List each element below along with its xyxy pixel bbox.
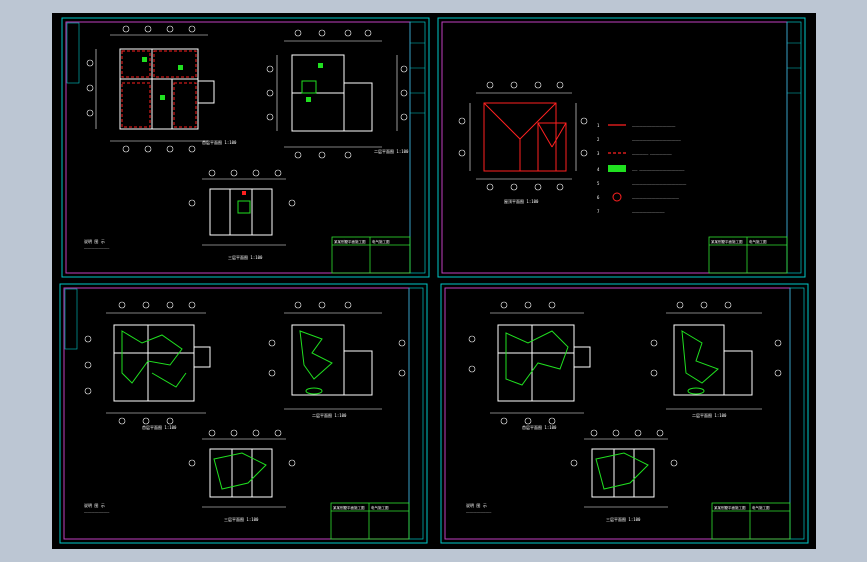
- cad-drawing-svg: 首层平面图 1:100 二层平面图 1:100: [59, 17, 809, 544]
- cad-drawing-canvas[interactable]: 首层平面图 1:100 二层平面图 1:100: [52, 13, 816, 549]
- title-block-text: 某某别墅平面施工图: [333, 505, 365, 510]
- notes-title: 说明 图 示: [466, 502, 487, 508]
- plan-label: 首层平面图 1:100: [142, 424, 177, 430]
- svg-text:————————— ————————————: ————————— ————————————: [632, 152, 672, 156]
- title-block-text: 某某别墅平面施工图: [334, 239, 366, 244]
- sheet-bottom-right: 首层平面图 1:100 二层平面图 1:100 三层平面图 1:100: [440, 283, 809, 544]
- dimension-grid-a: [86, 25, 208, 153]
- svg-text:3: 3: [597, 151, 600, 156]
- floor-plan-third: [209, 188, 273, 236]
- title-block: [708, 236, 788, 274]
- title-block: [330, 502, 410, 540]
- notes-text: ——————————————: [84, 246, 109, 250]
- plan-label: 二层平面图 1:100: [692, 412, 727, 418]
- title-block-text: 电气施工图: [749, 239, 767, 244]
- floor-plan-ground: [119, 48, 215, 130]
- plan-label: 三层平面图 1:100: [224, 516, 259, 522]
- svg-text:———————————————————————————: ———————————————————————————: [632, 138, 681, 142]
- svg-text:——— —————————————————————————: ——— —————————————————————————: [632, 168, 685, 172]
- notes-title: 说明 图 示: [84, 502, 105, 508]
- plan-label: 二层平面图 1:100: [312, 412, 347, 418]
- svg-text:7: 7: [597, 209, 600, 214]
- floor-plan-third: [591, 448, 655, 498]
- floor-plan-third: [209, 448, 273, 498]
- sheet-top-right: 屋顶平面图 1:100 1 ———————————————————————— 2…: [437, 17, 806, 278]
- svg-text:——————————————————————————: ——————————————————————————: [632, 196, 679, 200]
- svg-text:6: 6: [597, 195, 600, 200]
- svg-text:————————————————————————: ————————————————————————: [632, 124, 676, 128]
- title-block-text: 电气施工图: [371, 505, 389, 510]
- roof-plan: [483, 102, 567, 172]
- svg-text:2: 2: [597, 137, 600, 142]
- title-block-text: 电气施工图: [372, 239, 390, 244]
- plan-label: 三层平面图 1:100: [228, 254, 263, 260]
- title-block-text: 某某别墅平面施工图: [711, 239, 743, 244]
- plan-label: 屋顶平面图 1:100: [504, 198, 539, 204]
- plan-label: 首层平面图 1:100: [202, 139, 237, 145]
- legend: 1 ———————————————————————— 2 ———————————…: [597, 123, 686, 214]
- sheet-bottom-left: 首层平面图 1:100 二层平面图 1:100 三层平面图 1:100: [59, 283, 428, 544]
- title-block-text: 某某别墅平面施工图: [714, 505, 746, 510]
- title-block-text: 电气施工图: [752, 505, 770, 510]
- svg-text:——————————————————————————————: ——————————————————————————————: [632, 182, 686, 186]
- notes-text: ——————————————: [84, 510, 109, 514]
- notes-text: ——————————————: [466, 510, 491, 514]
- svg-text:——————————————————: ——————————————————: [632, 210, 665, 214]
- floor-plan-second: [673, 324, 753, 396]
- plan-label: 首层平面图 1:100: [522, 424, 557, 430]
- floor-plan-ground: [113, 324, 211, 402]
- title-block: [711, 502, 791, 540]
- svg-text:5: 5: [597, 181, 600, 186]
- title-block: [331, 236, 411, 274]
- svg-text:1: 1: [597, 123, 600, 128]
- floor-plan-ground: [497, 324, 591, 402]
- svg-text:4: 4: [597, 167, 600, 172]
- plan-label: 三层平面图 1:100: [606, 516, 641, 522]
- sheet-top-left: 首层平面图 1:100 二层平面图 1:100: [61, 17, 430, 278]
- floor-plan-second: [291, 54, 373, 132]
- floor-plan-second: [291, 324, 373, 396]
- notes-title: 说明 图 示: [84, 238, 105, 244]
- plan-label: 二层平面图 1:100: [374, 148, 409, 154]
